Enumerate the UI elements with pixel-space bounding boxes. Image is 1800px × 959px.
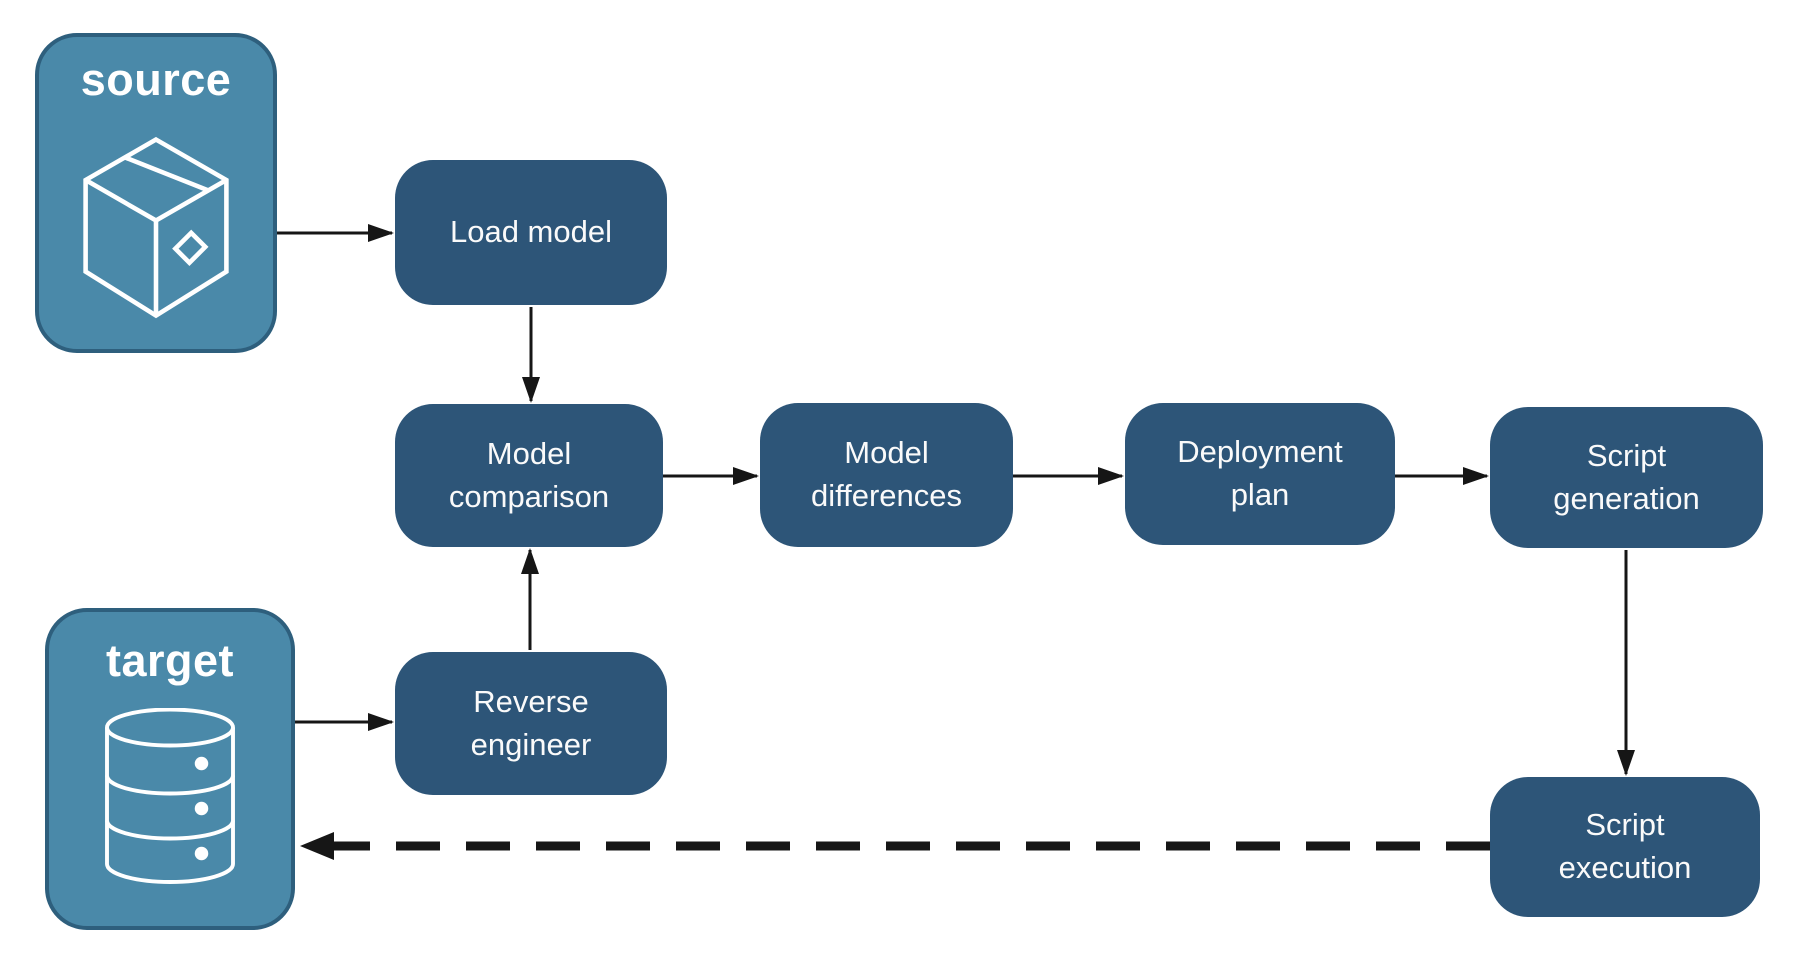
node-deployment-plan: Deployment plan (1125, 403, 1395, 545)
database-icon (105, 707, 235, 884)
node-load-model: Load model (395, 160, 667, 305)
source-title: source (80, 54, 232, 105)
node-reverse-engineer: Reverse engineer (395, 652, 667, 795)
node-script-generation: Script generation (1490, 407, 1763, 548)
package-icon (83, 136, 229, 318)
target-endpoint: target (45, 608, 295, 930)
node-model-differences: Model differences (760, 403, 1013, 547)
node-model-comparison: Model comparison (395, 404, 663, 547)
source-endpoint: source (35, 33, 277, 353)
target-title: target (105, 635, 235, 686)
node-script-execution: Script execution (1490, 777, 1760, 917)
